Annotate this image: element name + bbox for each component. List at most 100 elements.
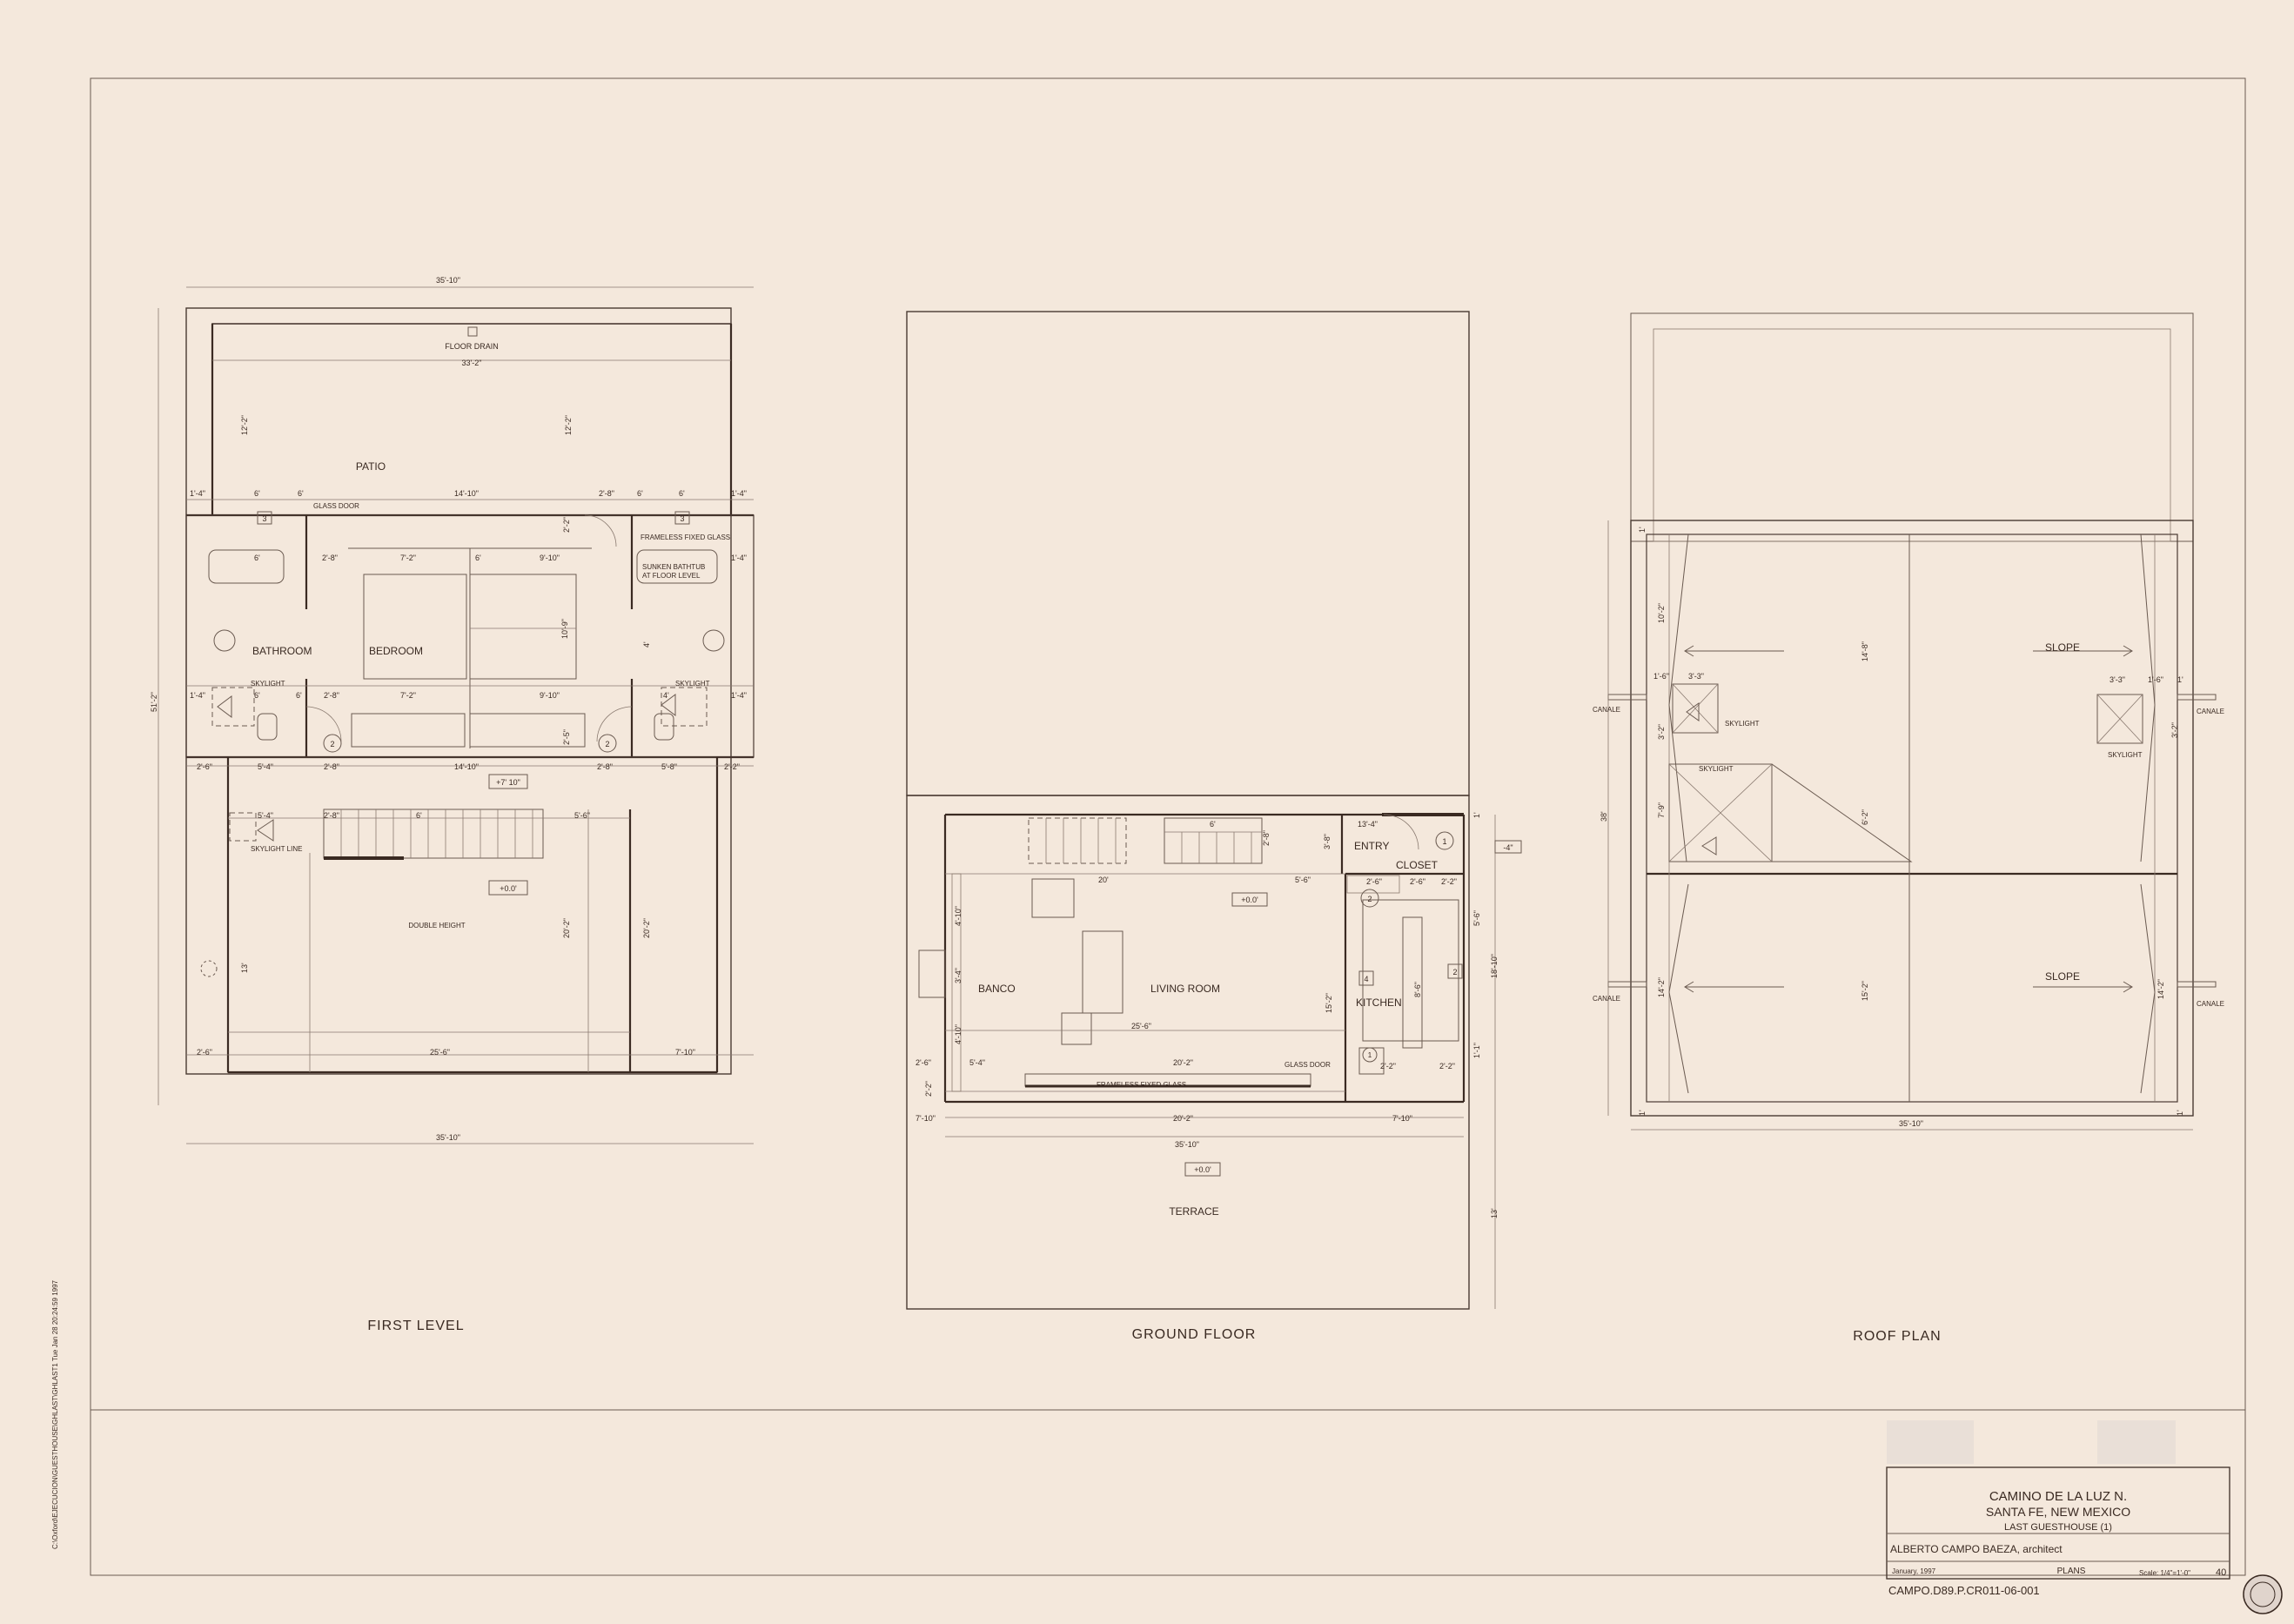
fl-dim-dh-right: 20'-2" [642,918,651,938]
fl-level-upper: +7' 10" [496,778,520,787]
gf-dim-13-4: 13'-4" [1358,820,1378,829]
tb-sheet-number: 40 [2216,1567,2226,1578]
fl-room-bathroom: BATHROOM [252,645,312,657]
gf-dim-25-6: 25'-6" [1131,1022,1151,1030]
fl-dim-e2: 2'-8" [324,811,339,820]
gf-tag-1b: 1 [1368,1051,1372,1059]
gf-level-main-box [1231,892,1268,907]
gf-dim-15-2: 15'-2" [1325,993,1333,1013]
gf-tag-2b: 2 [1452,968,1457,976]
fl-skylight-line: SKYLIGHT LINE [251,845,302,853]
roof-outline [1630,520,2194,1117]
fl-at-floor-level: AT FLOOR LEVEL [642,572,701,580]
rp-dim-1-6b: 1'-6" [2148,675,2163,684]
gf-dim-35-10: 35'-10" [1175,1140,1199,1149]
fl-dim-f1: 2'-6" [197,1048,212,1057]
rp-slope-bottom: SLOPE [2045,970,2080,983]
gf-dim-2-2b: 2'-2" [1380,1062,1396,1070]
fl-dim-a8: 1'-4" [731,489,747,498]
fl-dim-a4: 14'-10" [454,489,479,498]
fl-dim-c8: 1'-4" [731,691,747,700]
fl-dim-c5: 7'-2" [400,691,416,700]
fl-level-lower-box [488,880,528,896]
ground-floor-caption: GROUND FLOOR [1132,1327,1257,1342]
fl-floor-drain-note: FLOOR DRAIN [445,342,499,351]
fl-dim-c7: 4' [663,691,669,700]
rp-dim-1-6: 1'-6" [1653,672,1669,681]
fl-tag-2b: 2 [605,740,609,748]
tb-scale: Scale: 1/4"=1'-0" [2139,1569,2190,1577]
fl-tag-2b-circle [598,734,617,753]
inner-border [90,77,2246,1576]
fl-level-upper-box [488,774,528,789]
gf-dim-2-2a: 2'-2" [1441,877,1457,886]
roof-upper-outline [1630,312,2194,542]
gf-dim-2-8a: 2'-8" [1262,830,1271,846]
ground-floor-plan [906,311,1496,1310]
rp-canale-2: CANALE [2197,708,2224,715]
fl-dim-c3: 6' [296,691,302,700]
rp-dim-6-2: 6'-2" [1861,809,1869,825]
tb-date: January, 1997 [1892,1567,1936,1575]
gf-frameless-glass-note: FRAMELESS FIXED GLASS [1097,1081,1186,1089]
fl-tag-3a-box [257,511,272,525]
first-level-caption: FIRST LEVEL [367,1319,464,1333]
rp-dim-3-2b: 3'-2" [2170,722,2179,738]
fl-dim-inner-top: 33'-2" [462,359,482,367]
gf-entry-step-box [1494,840,1522,854]
gf-room-entry: ENTRY [1354,840,1389,852]
gf-dim-2-6c: 2'-6" [916,1058,931,1067]
fl-tag-2a-circle [323,734,342,753]
gf-tag-2b-box [1447,963,1463,979]
fl-room-double-height: DOUBLE HEIGHT [408,922,465,929]
gf-dim-3-8: 3'-8" [1323,834,1331,849]
gf-entry-step: -4" [1503,843,1513,852]
gf-dim-6: 6' [1210,820,1216,829]
gf-dim-4-10b: 4'-10" [954,1024,963,1044]
rp-skylight-c: SKYLIGHT [1699,765,1734,773]
first-level-outline [185,307,732,1075]
fl-dim-a2: 6' [254,489,260,498]
rp-dim-10-2: 10'-2" [1657,603,1666,623]
fl-dim-a6: 6' [637,489,643,498]
gf-dim-20a: 20' [1098,876,1109,884]
fl-frameless-glass-note: FRAMELESS FIXED GLASS [641,534,730,541]
fl-dim-b4: 6' [475,554,481,562]
fl-dim-c1: 1'-4" [190,691,205,700]
fl-dim-e1: 5'-4" [258,811,273,820]
title-block [1886,1420,2283,1614]
fl-sunken-bathtub: SUNKEN BATHTUB [642,563,705,571]
gf-dim-20-2a: 20'-2" [1173,1058,1193,1067]
tb-line1: CAMINO DE LA LUZ N. [1989,1489,2127,1504]
fl-dim-overall-bottom: 35'-10" [436,1133,460,1142]
rp-dim-3-2a: 3'-2" [1657,724,1666,740]
gf-tag-4-box [1358,970,1374,986]
rp-dim-15-2: 15'-2" [1861,981,1869,1001]
gf-dim-5-6b: 5'-6" [1472,910,1481,926]
gf-level-main: +0.0' [1241,896,1258,904]
rp-dim-1d: 1' [2176,1110,2184,1116]
fl-dim-b1: 6' [254,554,260,562]
fl-dim-d3: 2'-8" [324,762,339,771]
gf-dim-2-6a: 2'-6" [1366,877,1382,886]
gf-dim-2-6b: 2'-6" [1410,877,1425,886]
gf-tag-4: 4 [1364,975,1368,983]
fl-skylight-right: SKYLIGHT [675,680,710,688]
fl-dim-patio-left: 12'-2" [240,415,249,435]
rp-dim-1c: 1' [1638,1110,1647,1116]
gf-dim-1-1: 1'-1" [1472,1043,1481,1058]
fl-dim-bed-height: 10'-9" [560,619,569,639]
gf-room-kitchen: KITCHEN [1356,997,1402,1009]
fl-dim-c6: 9'-10" [540,691,560,700]
rp-canale-3: CANALE [1593,995,1620,1003]
tb-line3: LAST GUESTHOUSE (1) [2004,1522,2112,1533]
fl-dim-a1: 1'-4" [190,489,205,498]
gf-dim-3-4: 3'-4" [954,968,963,983]
rp-dim-14-2b: 14'-2" [2156,979,2165,999]
gf-dim-20-2b: 20'-2" [1173,1114,1193,1123]
rp-slope-top: SLOPE [2045,641,2080,654]
fl-dim-hall-b: 2'-5" [562,729,571,745]
rp-canale-4: CANALE [2197,1000,2224,1008]
gf-level-terrace: +0.0' [1194,1165,1211,1174]
fl-dim-b2: 2'-8" [322,554,338,562]
